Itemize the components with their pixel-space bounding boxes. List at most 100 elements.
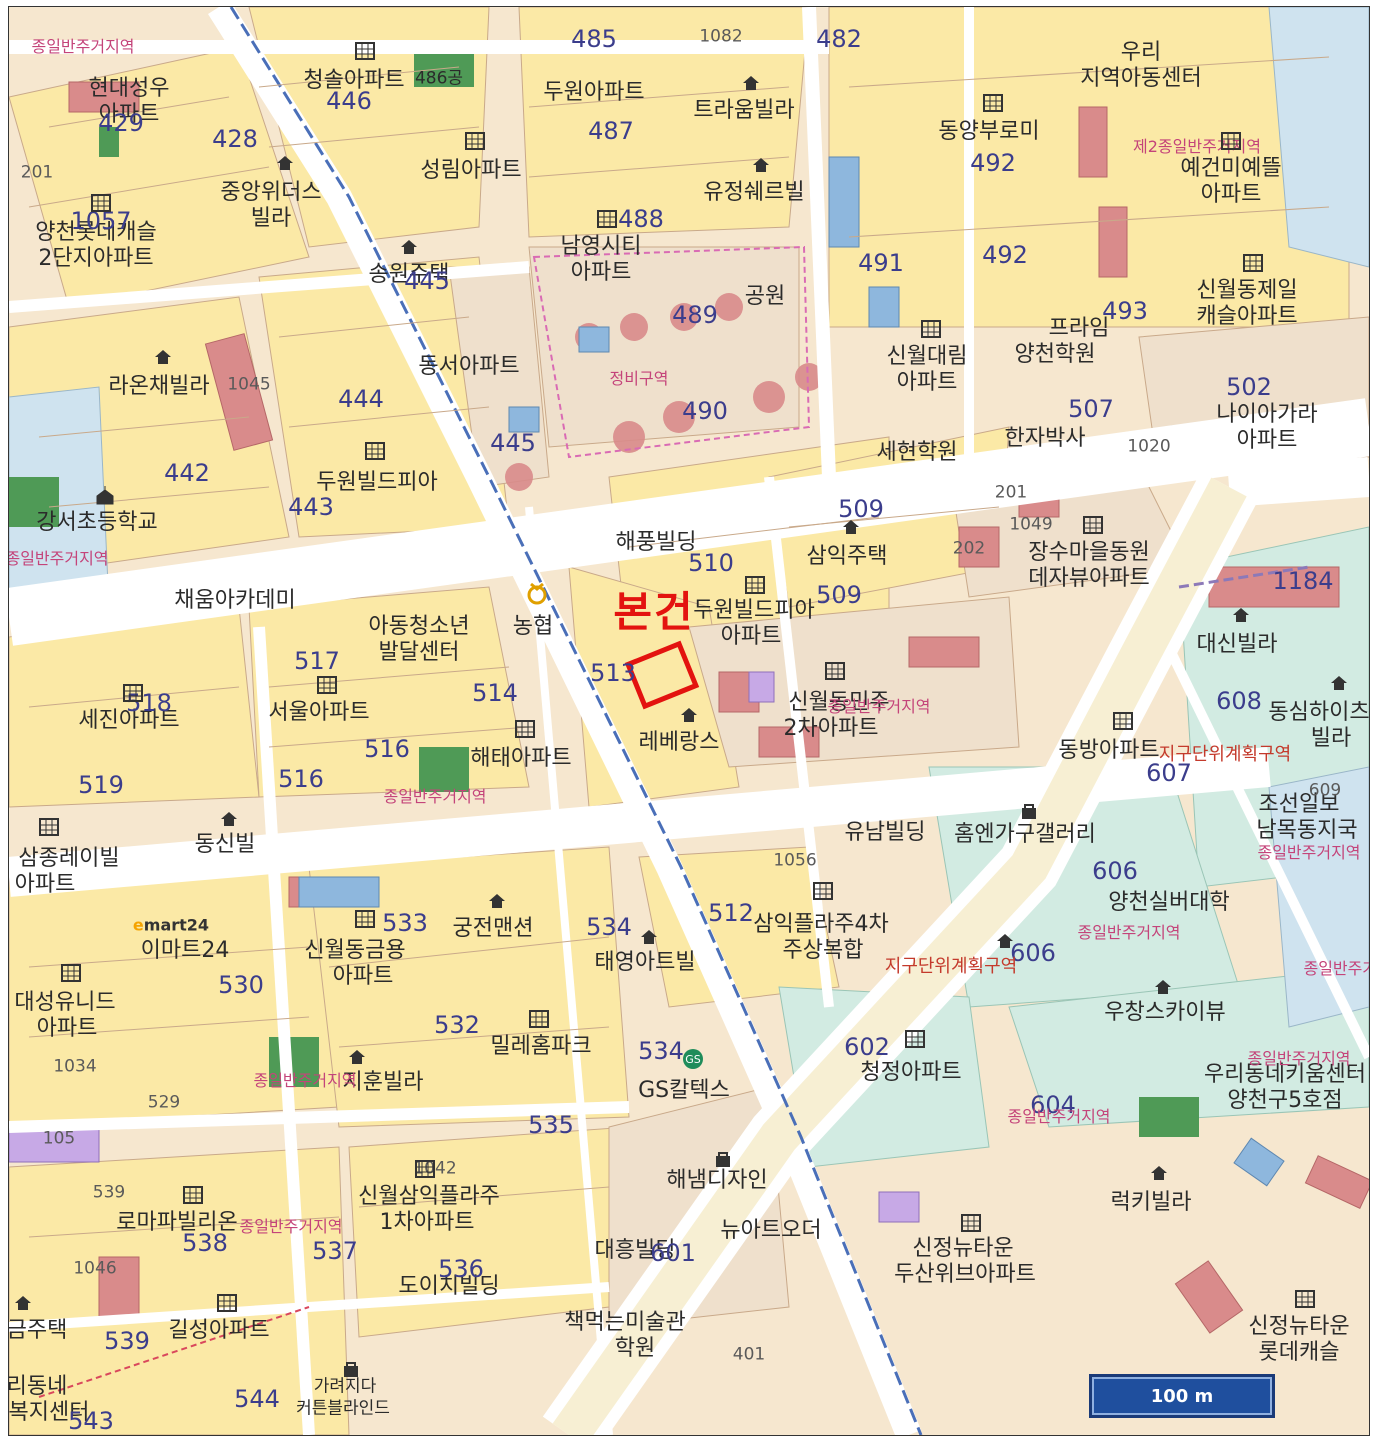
apartment-icon xyxy=(1112,711,1134,731)
place-label: 성림아파트 xyxy=(420,158,522,183)
lot-number: 1045 xyxy=(227,374,271,395)
place-label: 삼종레이빌 xyxy=(18,846,120,871)
place-label: 송원주택 xyxy=(368,262,450,287)
place-label: 롯데캐슬 xyxy=(1258,1340,1340,1365)
place-label: 이마트24 xyxy=(140,938,230,963)
lot-number: 1020 xyxy=(1127,436,1171,457)
place-label: 동양부로미 xyxy=(938,119,1040,144)
house-icon xyxy=(841,518,861,536)
lot-number: 492 xyxy=(982,241,1028,269)
lot-number: 428 xyxy=(212,125,258,153)
lot-number: 445 xyxy=(404,267,450,295)
house-icon xyxy=(1231,606,1251,624)
apartment-icon xyxy=(904,1029,926,1049)
lot-number: 514 xyxy=(472,679,518,707)
lot-number: 509 xyxy=(816,581,862,609)
target-property-label: 본건 xyxy=(613,587,695,637)
zone-label: 종일반주거지역 xyxy=(1077,923,1181,942)
lot-number: 530 xyxy=(218,971,264,999)
place-label: 중앙위더스 xyxy=(220,180,322,205)
place-label: 아파트 xyxy=(36,1016,98,1041)
house-icon xyxy=(1329,674,1349,692)
place-label: 신월동제일 xyxy=(1196,278,1298,303)
lot-number: 507 xyxy=(1068,395,1114,423)
place-label: 밀레홈파크 xyxy=(490,1034,592,1059)
lot-number: 401 xyxy=(732,1344,766,1365)
zone-label: 종일반주거지역 xyxy=(827,697,931,716)
lot-number: 488 xyxy=(618,205,664,233)
place-label: 아파트 xyxy=(570,260,632,285)
lot-number: 1034 xyxy=(53,1056,97,1077)
place-label: 캐슬아파트 xyxy=(1196,304,1298,329)
svg-text:GS: GS xyxy=(685,1053,701,1066)
zone-label: 종일반주거지역 xyxy=(1257,843,1361,862)
zone-label: 종일반주거지역 xyxy=(239,1217,343,1236)
lot-number: 1184 xyxy=(1272,567,1334,595)
lot-number: 1049 xyxy=(1009,514,1053,535)
place-label: 우창스카이뷰 xyxy=(1104,1000,1226,1025)
place-label: 청정아파트 xyxy=(860,1060,962,1085)
house-icon xyxy=(275,154,295,172)
place-label: 금주택 xyxy=(8,1318,68,1343)
place-label: 주상복합 xyxy=(782,938,864,963)
lot-number: 492 xyxy=(970,149,1016,177)
place-label: 세진아파트 xyxy=(78,708,180,733)
apartment-icon xyxy=(514,719,536,739)
lot-number: 537 xyxy=(312,1237,358,1265)
lot-number: 446 xyxy=(326,87,372,115)
lot-number: 535 xyxy=(528,1111,574,1139)
place-label: 두원빌드피아 xyxy=(316,470,438,495)
house-icon xyxy=(1153,978,1173,996)
house-icon xyxy=(639,928,659,946)
apartment-icon xyxy=(354,41,376,61)
map-viewport[interactable]: 본건 현대성우 아파트 청솔아파트 486공 두원아파트 트라움빌라 우리 지역… xyxy=(8,6,1370,1436)
map-base-layer xyxy=(9,7,1369,1435)
place-label: 두원빌드피아 xyxy=(693,598,815,623)
place-label: 가려지다 xyxy=(313,1376,377,1397)
place-label: 럭키빌라 xyxy=(1110,1190,1192,1215)
place-label: 나이아가라 xyxy=(1216,402,1318,427)
house-icon xyxy=(741,74,761,92)
lot-number: 482 xyxy=(816,25,862,53)
lot-number: 442 xyxy=(164,459,210,487)
place-label: 양천실버대학 xyxy=(1108,890,1230,915)
apartment-icon xyxy=(960,1213,982,1233)
lot-number: 538 xyxy=(182,1229,228,1257)
place-label: 양천구5호점 xyxy=(1227,1088,1343,1113)
lot-number: 509 xyxy=(838,495,884,523)
zone-label: 제2종일반주거지역 xyxy=(1133,137,1261,156)
place-label: 아파트 xyxy=(1236,428,1298,453)
lot-number: 606 xyxy=(1010,939,1056,967)
place-label: 2단지아파트 xyxy=(38,246,154,271)
apartment-icon xyxy=(364,441,386,461)
place-label: 1차아파트 xyxy=(379,1210,475,1235)
gas-station-icon: GS xyxy=(682,1048,704,1070)
lot-number: 1057 xyxy=(70,207,132,235)
lot-number: 493 xyxy=(1102,297,1148,325)
place-label: 아파트 xyxy=(896,370,958,395)
scale-label: 100 m xyxy=(1150,1385,1214,1407)
place-label: 신정뉴타운 xyxy=(912,1236,1014,1261)
place-label: 조선일보 xyxy=(1258,792,1340,817)
place-label: 공원 xyxy=(744,284,786,309)
place-label: 2차아파트 xyxy=(783,716,879,741)
place-label: 발달센터 xyxy=(378,640,460,665)
shopping-bag-icon xyxy=(341,1359,361,1379)
place-label: 동방아파트 xyxy=(1058,738,1160,763)
lot-number: 201 xyxy=(20,162,54,183)
lot-number: 536 xyxy=(438,1255,484,1283)
lot-number: 534 xyxy=(638,1037,684,1065)
place-label: 도이치빌딩 xyxy=(398,1274,500,1299)
apartment-icon xyxy=(1220,131,1242,151)
lot-number: 608 xyxy=(1216,687,1262,715)
zone-label: 종일반주거지역 xyxy=(31,37,135,56)
lot-number: 544 xyxy=(234,1385,280,1413)
place-label: 라온채빌라 xyxy=(108,374,210,399)
lot-number: 607 xyxy=(1146,759,1192,787)
lot-number: 429 xyxy=(98,109,144,137)
place-label: 우리 xyxy=(1120,40,1162,65)
apartment-icon xyxy=(596,209,618,229)
house-icon xyxy=(487,892,507,910)
lot-number: 518 xyxy=(126,689,172,717)
zone-label: 종일반주거지역 xyxy=(8,549,109,568)
